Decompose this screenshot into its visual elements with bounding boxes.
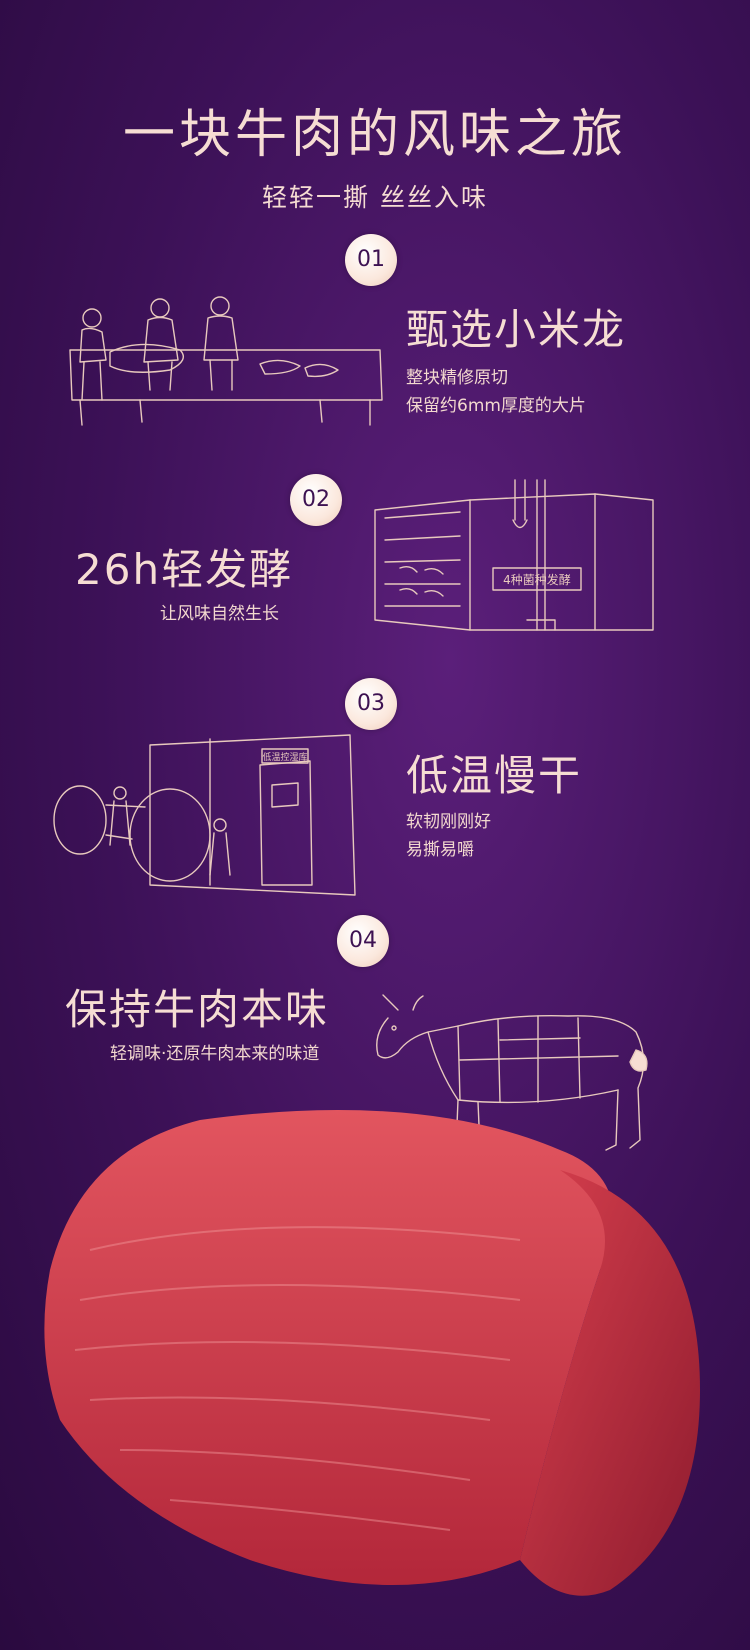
step-title-04: 保持牛肉本味 [65,985,330,1034]
step-title-02: 26h轻发酵 [75,545,294,594]
step-badge-02: 02 [290,474,342,526]
fermentation-room-illustration: 4种菌种发酵 [374,479,654,631]
step-badge-04: 04 [337,915,389,967]
page-subtitle: 轻轻一撕 丝丝入味 [262,183,488,212]
cow-cuts-illustration [376,994,648,1153]
drying-room-illustration: 低温控湿库 [53,734,356,896]
step-title-01: 甄选小米龙 [406,305,627,354]
drying-sign [261,748,309,764]
step-desc-02: 让风味自然生长 [160,604,279,624]
step-desc-04: 轻调味·还原牛肉本来的味道 [110,1044,320,1064]
step-badge-03: 03 [345,678,397,730]
step-desc-03b: 易撕易嚼 [406,840,474,860]
raw-beef-image [44,1110,700,1596]
butchers-table-illustration [69,296,383,426]
page-title: 一块牛肉的风味之旅 [122,105,627,165]
step-badge-01: 01 [345,234,397,286]
step-title-03: 低温慢干 [406,751,583,800]
step-desc-01b: 保留约6mm厚度的大片 [406,396,586,416]
fermentation-sign [492,567,582,591]
drying-sign-text: 低温控湿库 [262,751,307,763]
fermentation-sign-text: 4种菌种发酵 [503,572,571,587]
step-desc-01a: 整块精修原切 [406,368,508,388]
step-desc-03a: 软韧刚刚好 [406,812,491,832]
